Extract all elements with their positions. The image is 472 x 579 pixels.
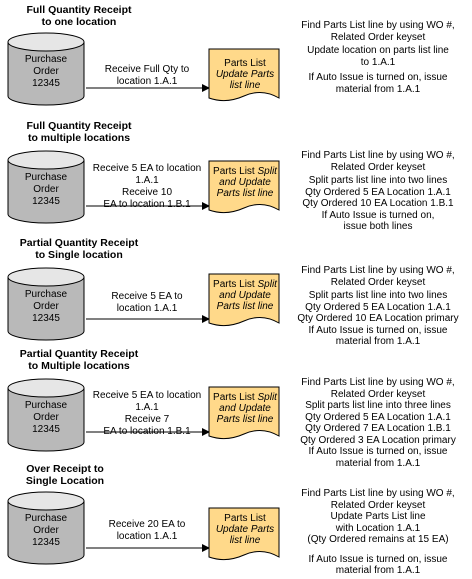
note-line: with Location 1.A.1 bbox=[335, 522, 421, 534]
doc-action: Update Parts list line bbox=[215, 524, 275, 546]
note-line: Qty Ordered 5 EA Location 1.A.1 bbox=[305, 186, 451, 198]
flow-arrow bbox=[86, 544, 210, 552]
note-line: Related Order keyset bbox=[330, 388, 426, 400]
parts-list-label: Parts List Split and Update Parts list l… bbox=[212, 279, 278, 312]
purchase-order-cylinder bbox=[7, 491, 85, 565]
scenario-partial-qty-multiple-locations: Partial Quantity Receipt to Multiple loc… bbox=[0, 348, 472, 469]
parts-list-document bbox=[208, 507, 280, 561]
processing-notes: Find Parts List line by using WO #, Rela… bbox=[286, 150, 470, 233]
cylinder-label: Purchase Order 12345 bbox=[24, 54, 68, 89]
note-line: If Auto Issue is turned on, issue bbox=[308, 324, 448, 336]
parts-list-label: Parts List Update Parts list line bbox=[212, 513, 278, 546]
processing-notes: Find Parts List line by using WO #, Rela… bbox=[286, 377, 470, 469]
parts-list-document bbox=[208, 160, 280, 214]
parts-list-label: Parts List Update Parts list line bbox=[212, 58, 278, 91]
note-line: Qty Ordered 10 EA Location primary bbox=[297, 313, 459, 324]
note-line: If Auto Issue is turned on, bbox=[321, 209, 435, 221]
doc-action: Split and Update Parts list line bbox=[216, 392, 277, 425]
parts-list-document bbox=[208, 273, 280, 327]
scenario-over-receipt-single-location: Over Receipt to Single Location Purchase… bbox=[0, 463, 472, 579]
arrow-label: Receive 5 EA to location 1.A.1 Receive 1… bbox=[92, 163, 202, 210]
note-line: material from 1.A.1 bbox=[335, 565, 421, 576]
flow-arrow bbox=[86, 428, 210, 436]
scenario-partial-qty-single-location: Partial Quantity Receipt to Single locat… bbox=[0, 237, 472, 353]
parts-list-document bbox=[208, 386, 280, 440]
note-line: Qty Ordered 5 EA Location 1.A.1 bbox=[305, 301, 451, 313]
scenario-title: Full Quantity Receipt to one location bbox=[26, 4, 132, 28]
cylinder-label: Purchase Order 12345 bbox=[24, 400, 68, 435]
note-line: Related Order keyset bbox=[330, 161, 426, 173]
note-line: Find Parts List line by using WO #, bbox=[301, 150, 455, 161]
note-line: Split parts list line into two lines bbox=[308, 175, 448, 186]
scenario-title: Partial Quantity Receipt to Multiple loc… bbox=[19, 348, 139, 372]
parts-list-document bbox=[208, 48, 280, 102]
note-line: Qty Ordered 7 EA Location 1.B.1 bbox=[305, 423, 451, 434]
note-line: If Auto Issue is turned on, issue bbox=[308, 446, 448, 457]
doc-prefix: Parts List bbox=[213, 392, 258, 403]
cylinder-label: Purchase Order 12345 bbox=[24, 172, 68, 207]
note-line: material from 1.A.1 bbox=[335, 83, 421, 95]
note-line: Update location on parts list line bbox=[307, 45, 449, 56]
note-line: If Auto Issue is turned on, issue bbox=[308, 72, 448, 83]
flow-arrow bbox=[86, 84, 210, 92]
arrow-label: Receive 20 EA to location 1.A.1 bbox=[108, 519, 186, 542]
doc-prefix: Parts List bbox=[224, 513, 266, 524]
flow-arrow bbox=[86, 315, 210, 323]
note-line: Qty Ordered 3 EA Location primary bbox=[300, 434, 456, 446]
scenario-full-qty-multiple-locations: Full Quantity Receipt to multiple locati… bbox=[0, 120, 472, 236]
note-line: material from 1.A.1 bbox=[335, 457, 421, 469]
note-line: material from 1.A.1 bbox=[335, 336, 421, 347]
note-line: to 1.A.1 bbox=[360, 56, 396, 68]
note-line: Find Parts List line by using WO #, bbox=[301, 488, 455, 499]
scenario-full-qty-one-location: Full Quantity Receipt to one location Pu… bbox=[0, 4, 472, 120]
note-line: Find Parts List line by using WO #, bbox=[301, 265, 455, 276]
purchase-order-cylinder bbox=[7, 267, 85, 341]
scenario-title: Over Receipt to Single Location bbox=[25, 463, 105, 487]
processing-notes: Find Parts List line by using WO #, Rela… bbox=[286, 265, 470, 348]
parts-list-label: Parts List Split and Update Parts list l… bbox=[212, 392, 278, 425]
cylinder-label: Purchase Order 12345 bbox=[24, 289, 68, 324]
note-line: Related Order keyset bbox=[330, 31, 426, 43]
doc-prefix: Parts List bbox=[213, 166, 258, 177]
note-line: Qty Ordered 10 EA Location 1.B.1 bbox=[302, 198, 454, 209]
note-line: (Qty Ordered remains at 15 EA) bbox=[307, 534, 449, 545]
note-line: Update Parts List line bbox=[330, 511, 426, 522]
processing-notes: Find Parts List line by using WO #, Rela… bbox=[286, 20, 470, 95]
note-line: Qty Ordered 5 EA Location 1.A.1 bbox=[305, 411, 451, 423]
note-line: Split parts list line into two lines bbox=[308, 290, 448, 301]
note-line: Split parts list line into three lines bbox=[305, 400, 451, 411]
note-line: Find Parts List line by using WO #, bbox=[301, 20, 455, 31]
note-line: Related Order keyset bbox=[330, 499, 426, 511]
scenario-title: Full Quantity Receipt to multiple locati… bbox=[26, 120, 132, 144]
note-line bbox=[286, 546, 470, 554]
doc-action: Update Parts list line bbox=[215, 69, 275, 91]
doc-action: Split and Update Parts list line bbox=[216, 166, 277, 199]
purchase-order-cylinder bbox=[7, 150, 85, 224]
doc-prefix: Parts List bbox=[213, 279, 258, 290]
arrow-label: Receive 5 EA to location 1.A.1 bbox=[111, 291, 183, 314]
scenario-title: Partial Quantity Receipt to Single locat… bbox=[19, 237, 139, 261]
doc-prefix: Parts List bbox=[224, 58, 266, 69]
note-line: issue both lines bbox=[343, 221, 413, 232]
cylinder-label: Purchase Order 12345 bbox=[24, 513, 68, 548]
note-line: Find Parts List line by using WO #, bbox=[301, 377, 455, 388]
purchase-order-cylinder bbox=[7, 32, 85, 106]
doc-action: Split and Update Parts list line bbox=[216, 279, 277, 312]
parts-list-label: Parts List Split and Update Parts list l… bbox=[212, 166, 278, 199]
note-line: Related Order keyset bbox=[330, 276, 426, 288]
purchase-order-cylinder bbox=[7, 378, 85, 452]
processing-notes: Find Parts List line by using WO #, Rela… bbox=[286, 488, 470, 577]
arrow-label: Receive Full Qty to location 1.A.1 bbox=[104, 64, 190, 87]
flow-arrow bbox=[86, 202, 210, 210]
note-line: If Auto Issue is turned on, issue bbox=[308, 553, 448, 565]
